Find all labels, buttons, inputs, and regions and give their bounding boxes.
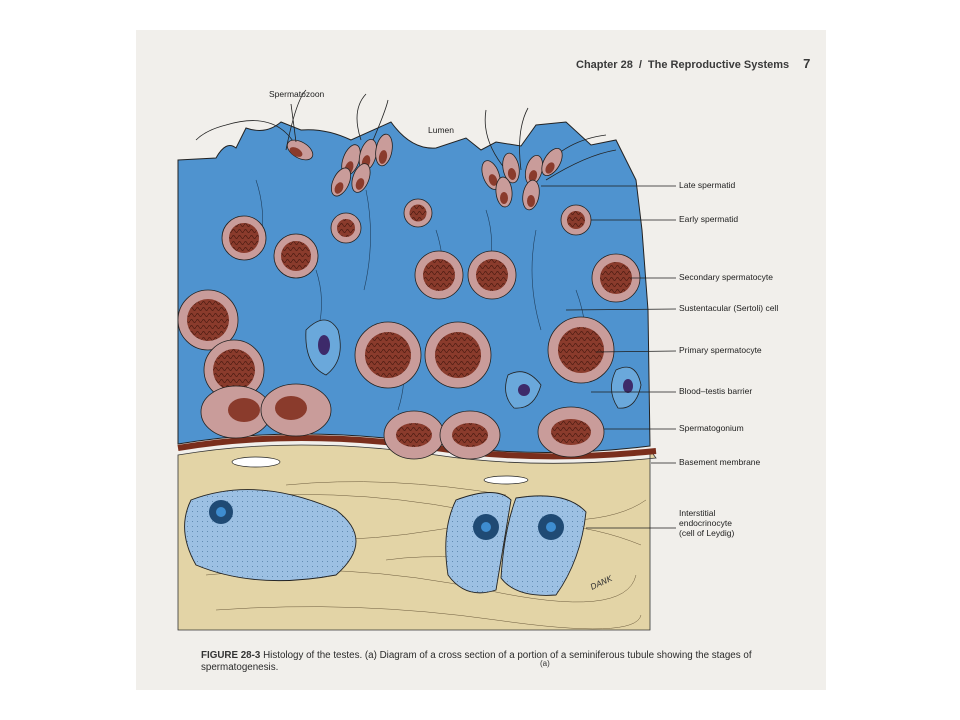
leader-lines <box>290 103 677 529</box>
secondary-spermatocyte-cell <box>591 253 641 303</box>
textbook-page: Chapter 28 / The Reproductive Systems 7 <box>136 30 826 690</box>
sertoli-nuclei <box>305 319 642 409</box>
panel-label: (a) <box>540 659 550 668</box>
label-leydig-line3: (cell of Leydig) <box>679 527 735 538</box>
page-number: 7 <box>803 56 811 71</box>
label-secondary-spermatocyte: Secondary spermatocyte <box>679 272 774 282</box>
spermatids <box>286 133 563 211</box>
label-primary-spermatocyte: Primary spermatocyte <box>679 345 762 355</box>
label-spermatogonium: Spermatogonium <box>679 423 744 433</box>
label-spermatozoon: Spermatozoon <box>269 89 325 99</box>
label-leydig-cell: Interstitial endocrinocyte (cell of Leyd… <box>679 508 735 538</box>
figure-caption: FIGURE 28-3 Histology of the testes. (a)… <box>201 650 781 674</box>
spermatozoon-cell <box>286 139 314 161</box>
label-blood-testis-barrier: Blood–testis barrier <box>679 386 753 396</box>
chapter-number: Chapter 28 <box>576 59 633 71</box>
fibroblast-nuclei <box>231 456 529 485</box>
label-basement-membrane: Basement membrane <box>679 457 761 467</box>
label-lumen: Lumen <box>428 125 454 135</box>
figure-caption-text: Histology of the testes. (a) Diagram of … <box>201 650 752 674</box>
early-spermatids <box>330 198 592 244</box>
seminiferous-tubule-diagram: DANK <box>177 89 677 631</box>
label-leydig-line2: endocrinocyte <box>679 517 732 528</box>
label-late-spermatid: Late spermatid <box>679 180 736 190</box>
label-leydig-line1: Interstitial <box>679 508 716 518</box>
primary-spermatocyte-cell <box>547 316 615 384</box>
figure-number: FIGURE 28-3 <box>201 650 261 661</box>
secondary-spermatocytes <box>221 215 641 303</box>
page-header: Chapter 28 / The Reproductive Systems 7 <box>576 56 810 71</box>
header-separator: / <box>638 59 642 71</box>
leydig-cells <box>184 489 587 596</box>
spermatogonium-cell <box>537 406 605 458</box>
early-spermatid-cell <box>560 204 592 236</box>
primary-spermatocytes <box>177 289 615 401</box>
label-sertoli-cell: Sustentacular (Sertoli) cell <box>679 303 779 313</box>
label-early-spermatid: Early spermatid <box>679 214 739 224</box>
spermatogonia <box>200 383 605 460</box>
chapter-title: The Reproductive Systems <box>647 59 790 71</box>
late-spermatid-cell <box>495 176 513 208</box>
